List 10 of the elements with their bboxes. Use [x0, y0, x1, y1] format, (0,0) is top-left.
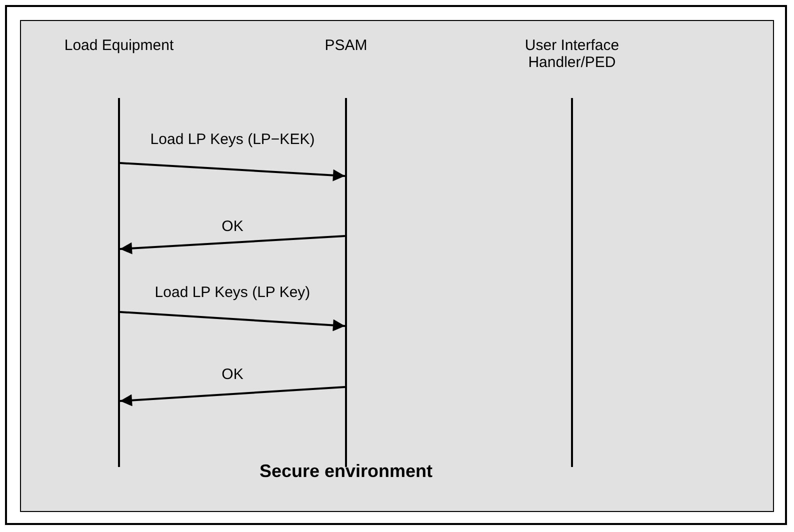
message-arrow — [120, 162, 346, 182]
edge-label: Load LP Keys (LP−KEK) — [149, 131, 316, 148]
participant-label: PSAM — [324, 37, 368, 54]
message-arrow — [120, 235, 346, 254]
participant-label: Load Equipment — [63, 37, 175, 54]
edge-label: Load LP Keys (LP Key) — [154, 284, 312, 301]
environment-title: Secure environment — [259, 461, 433, 482]
participant-label: User Interface Handler/PED — [524, 37, 620, 71]
message-arrow — [120, 386, 346, 406]
message-arrow — [120, 311, 346, 332]
